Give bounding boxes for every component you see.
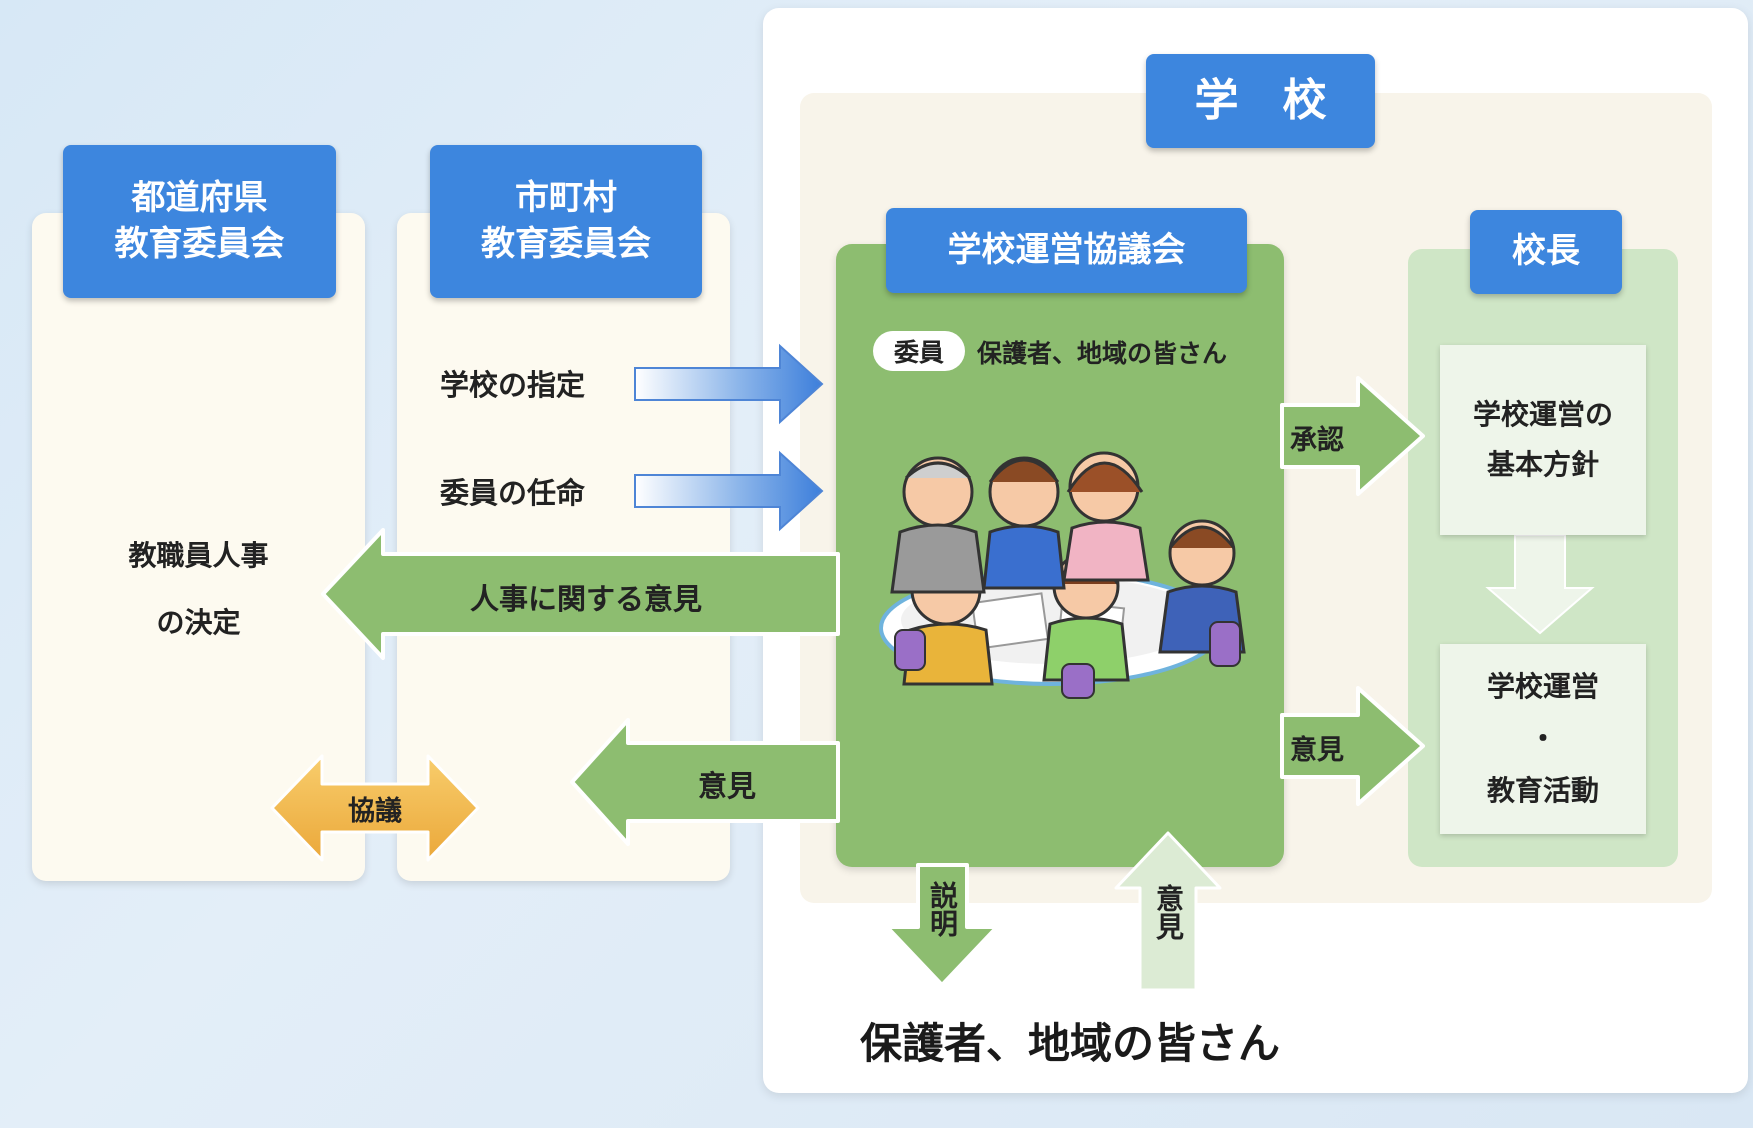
activities-line2: ・	[1528, 722, 1557, 756]
designation-arrow	[634, 343, 824, 425]
school-title: 学 校	[1146, 54, 1375, 148]
opinion-to-municipal-arrow	[570, 718, 840, 846]
council-title: 学校運営協議会	[886, 208, 1247, 293]
basic-policy-box: 学校運営の 基本方針	[1440, 345, 1646, 535]
opinion-to-principal-label: 意見	[1290, 735, 1344, 766]
school-activities-box: 学校運営 ・ 教育活動	[1440, 644, 1646, 834]
activities-line1: 学校運営	[1486, 670, 1599, 704]
personnel-decision-line2: の決定	[156, 606, 241, 639]
meeting-illustration	[879, 451, 1246, 699]
principal-title: 校長	[1470, 210, 1622, 294]
community-label: 保護者、地域の皆さん	[860, 1019, 1281, 1068]
personnel-decision-line1: 教職員人事	[128, 539, 269, 572]
basic-policy-line2: 基本方針	[1486, 448, 1599, 481]
opinion-from-community-label: 意見	[1152, 884, 1185, 940]
opinion-to-municipal-label: 意見	[698, 769, 757, 803]
approval-arrow	[1280, 376, 1425, 496]
consultation-label: 協議	[348, 796, 402, 827]
basic-policy-line1: 学校運営の	[1472, 397, 1613, 431]
activities-line3: 教育活動	[1486, 773, 1599, 807]
principal-flow-arrow	[1485, 534, 1595, 635]
explanation-label: 説明	[926, 881, 959, 937]
personnel-opinion-arrow	[321, 528, 840, 660]
members-badge: 委員	[873, 331, 965, 371]
appointment-arrow	[634, 450, 824, 532]
prefecture-board-title: 都道府県 教育委員会	[63, 145, 336, 298]
opinion-to-principal-arrow	[1280, 686, 1425, 806]
consultation-arrow	[270, 754, 480, 862]
personnel-opinion-label: 人事に関する意見	[470, 582, 703, 616]
school-designation-label: 学校の指定	[440, 368, 586, 402]
municipal-board-title: 市町村 教育委員会	[430, 145, 702, 298]
member-appointment-label: 委員の任命	[440, 476, 586, 510]
approval-label: 承認	[1290, 425, 1344, 456]
members-text: 保護者、地域の皆さん	[977, 339, 1228, 368]
explanation-arrow	[885, 863, 999, 987]
opinion-from-community-arrow	[1114, 831, 1222, 992]
